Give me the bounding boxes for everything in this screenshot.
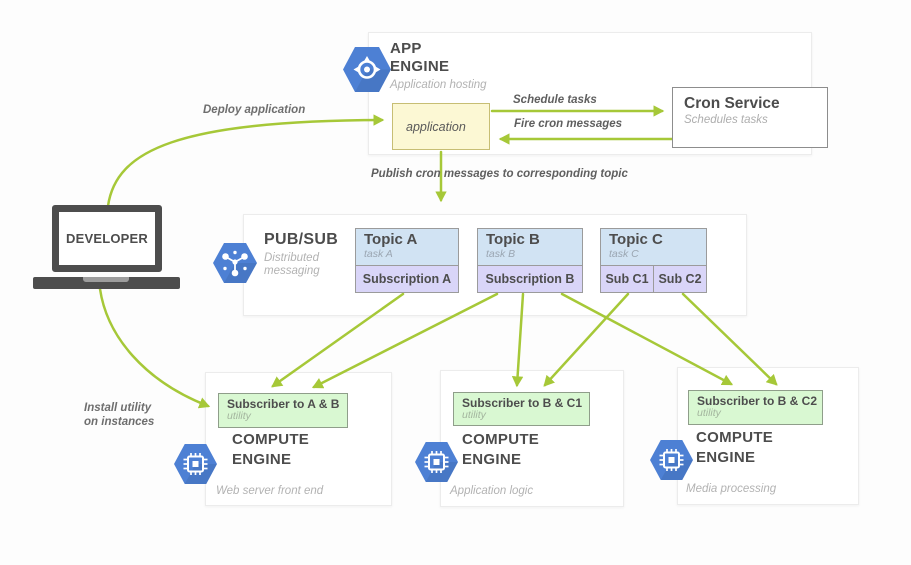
compute-engine-icon-2 bbox=[415, 442, 458, 482]
sub-c2-cell: Sub C2 bbox=[653, 266, 706, 292]
topic-b-name: Topic B bbox=[486, 231, 540, 248]
compute-engine-3-header: COMPUTE ENGINE bbox=[696, 429, 774, 466]
compute-engine-2-subtitle: Application logic bbox=[450, 485, 534, 497]
pubsub-subtitle-line2: messaging bbox=[264, 265, 320, 277]
laptop-base bbox=[33, 277, 180, 289]
subscriber-b-c1-box: Subscriber to B & C1 utility bbox=[453, 392, 590, 426]
cron-service-title: Cron Service bbox=[684, 95, 780, 112]
fire-cron-messages-label: Fire cron messages bbox=[514, 118, 623, 130]
topic-c-box: Topic C task C Sub C1 Sub C2 bbox=[600, 228, 707, 293]
laptop-notch bbox=[83, 277, 129, 282]
topic-a-name: Topic A bbox=[364, 231, 418, 248]
developer-label: DEVELOPER bbox=[66, 231, 148, 246]
subscription-b-cell: Subscription B bbox=[485, 272, 575, 286]
app-engine-title-line1: APP bbox=[390, 40, 422, 57]
topic-b-box: Topic B task B Subscription B bbox=[477, 228, 583, 293]
compute-engine-icon-3 bbox=[650, 440, 693, 480]
compute-engine-3-subtitle: Media processing bbox=[686, 483, 777, 495]
topic-a-task: task A bbox=[364, 248, 393, 260]
application-box: application bbox=[392, 103, 490, 150]
arrow-install-utility bbox=[98, 287, 211, 409]
publish-cron-messages-label: Publish cron messages to corresponding t… bbox=[371, 168, 628, 180]
pubsub-icon bbox=[213, 243, 257, 283]
subscriber-b-c2-box: Subscriber to B & C2 utility bbox=[688, 390, 823, 425]
subscriber-a-b-box: Subscriber to A & B utility bbox=[218, 393, 348, 428]
sub-c1-cell: Sub C1 bbox=[605, 272, 649, 286]
app-engine-icon bbox=[343, 47, 391, 92]
pubsub-header: PUB/SUB Distributed messaging bbox=[264, 231, 338, 278]
developer-laptop-icon: DEVELOPER bbox=[52, 205, 162, 272]
subscription-a-cell: Subscription A bbox=[362, 272, 452, 286]
compute-engine-2-header: COMPUTE ENGINE bbox=[462, 431, 540, 468]
app-engine-subtitle: Application hosting bbox=[390, 79, 487, 91]
compute-engine-icon-1 bbox=[174, 444, 217, 484]
install-utility-label: Install utility on instances bbox=[84, 402, 155, 428]
cron-service-box: Cron Service Schedules tasks bbox=[672, 87, 828, 148]
schedule-tasks-label: Schedule tasks bbox=[513, 94, 597, 106]
topic-c-task: task C bbox=[609, 248, 639, 260]
app-engine-title-line2: ENGINE bbox=[390, 58, 450, 75]
topic-c-name: Topic C bbox=[609, 231, 663, 248]
compute-engine-1-subtitle: Web server front end bbox=[216, 485, 324, 497]
compute-engine-1-header: COMPUTE ENGINE bbox=[232, 431, 310, 468]
cron-service-subtitle: Schedules tasks bbox=[684, 114, 768, 126]
deploy-application-label: Deploy application bbox=[203, 104, 306, 116]
pubsub-subtitle-line1: Distributed bbox=[264, 252, 319, 264]
topic-a-box: Topic A task A Subscription A bbox=[355, 228, 459, 293]
topic-b-task: task B bbox=[486, 248, 516, 260]
app-engine-header: APP ENGINE Application hosting bbox=[390, 40, 487, 92]
pubsub-title: PUB/SUB bbox=[264, 231, 339, 248]
arrow-deploy-application bbox=[106, 114, 385, 208]
